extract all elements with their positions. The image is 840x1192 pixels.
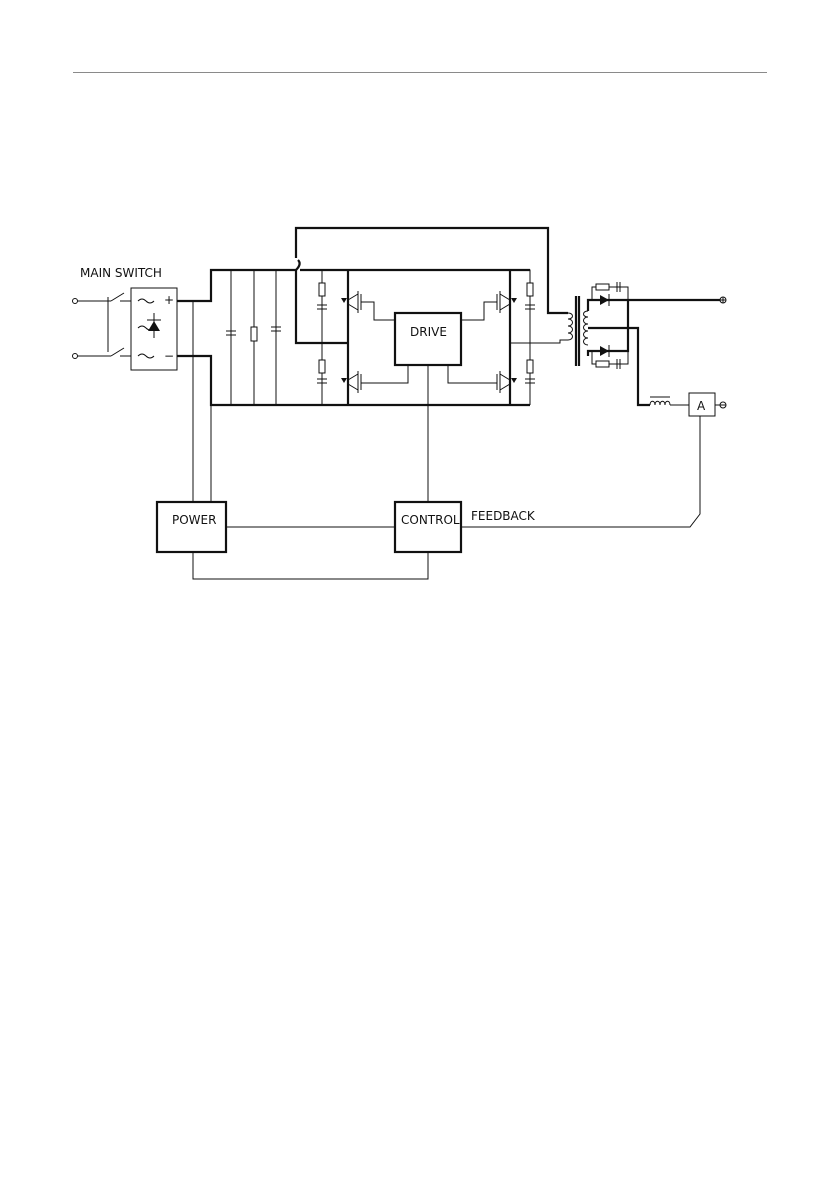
switch-contact-bottom-icon bbox=[111, 348, 124, 356]
control-wiring: FEEDBACK bbox=[193, 301, 700, 579]
plus-label: + bbox=[164, 293, 174, 307]
igbt-q2-icon bbox=[341, 365, 408, 393]
snubber-resistor-4-icon bbox=[527, 360, 533, 373]
output-rectifier bbox=[588, 282, 726, 405]
minus-label: − bbox=[164, 349, 174, 363]
rectifier-bridge: + − bbox=[131, 288, 177, 370]
input-terminal-l2-icon bbox=[73, 354, 78, 359]
snubber-resistor-3-icon bbox=[527, 283, 533, 296]
igbt-q3-icon bbox=[461, 291, 517, 320]
main-switch-label: MAIN SWITCH bbox=[80, 266, 162, 280]
ac-wave-icon bbox=[138, 299, 154, 303]
output-diode-1-icon bbox=[600, 295, 609, 305]
drive-block: DRIVE bbox=[395, 313, 461, 365]
bleeder-resistor-icon bbox=[251, 327, 257, 341]
output-choke bbox=[650, 397, 689, 405]
wire-crossover-icon bbox=[296, 260, 300, 270]
snubber-resistor-1-icon bbox=[319, 283, 325, 296]
control-label: CONTROL bbox=[401, 513, 460, 527]
output-snubber-r2-icon bbox=[596, 361, 609, 367]
power-block: POWER bbox=[157, 502, 226, 552]
drive-label: DRIVE bbox=[410, 325, 447, 339]
ammeter-label: A bbox=[697, 399, 706, 413]
ammeter-shunt: A bbox=[689, 393, 726, 416]
inverter-right-leg bbox=[448, 270, 568, 405]
switch-contact-top-icon bbox=[111, 293, 124, 301]
transformer-icon bbox=[568, 296, 588, 366]
main-switch: MAIN SWITCH bbox=[73, 266, 162, 359]
output-snubber-r1-icon bbox=[596, 284, 609, 290]
choke-inductor-icon bbox=[650, 401, 670, 405]
input-terminal-l1-icon bbox=[73, 299, 78, 304]
power-label: POWER bbox=[172, 513, 216, 527]
feedback-label: FEEDBACK bbox=[471, 509, 536, 523]
control-block: CONTROL bbox=[395, 502, 461, 552]
igbt-q4-icon bbox=[448, 365, 517, 393]
output-diode-2-icon bbox=[600, 346, 609, 356]
snubber-resistor-2-icon bbox=[319, 360, 325, 373]
